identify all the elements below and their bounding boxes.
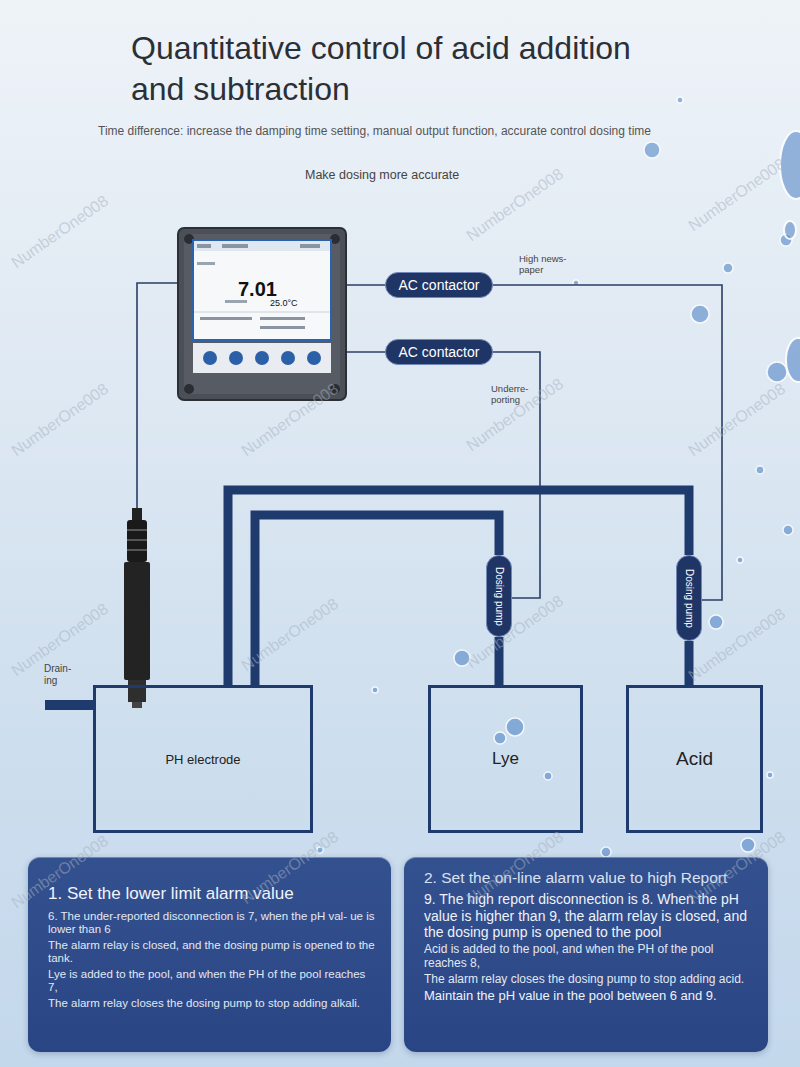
watermark: NumberOne008 bbox=[8, 380, 112, 460]
panel-text: Lye is added to the pool, and when the P… bbox=[48, 968, 377, 995]
acid-tank: Acid bbox=[626, 685, 763, 833]
drop bbox=[544, 772, 552, 780]
contactor-pill: AC contactor bbox=[385, 339, 493, 365]
drop bbox=[767, 362, 787, 382]
controller-display: 7.0125.0°C bbox=[178, 228, 346, 400]
drop bbox=[723, 263, 733, 273]
panel-text: Acid is added to the pool, and when the … bbox=[424, 942, 752, 970]
edge-label-box: High news- paper bbox=[519, 254, 574, 276]
lye-tank: Lye bbox=[428, 685, 583, 833]
panel-text: Maintain the pH value in the pool betwee… bbox=[424, 988, 752, 1003]
watermark: NumberOne008 bbox=[463, 165, 567, 245]
drop bbox=[709, 615, 723, 629]
contactor-label: AC contactor bbox=[399, 277, 480, 293]
dosing-pump: Dosing pump bbox=[676, 555, 702, 641]
temperature-reading: 25.0°C bbox=[270, 298, 438, 309]
pool-tank: PH electrode bbox=[93, 685, 313, 833]
ph-reading: 7.01 bbox=[238, 278, 406, 300]
contactor-label: AC contactor bbox=[399, 344, 480, 360]
subtitle-note-box: Time difference: increase the damping ti… bbox=[98, 124, 683, 138]
watermark: NumberOne008 bbox=[685, 380, 789, 460]
watermark-box: NumberOne008 bbox=[685, 380, 789, 460]
drop bbox=[737, 557, 743, 563]
panel-text: The alarm relay closes the dosing pump t… bbox=[48, 997, 377, 1010]
panel-text: The alarm relay is closed, and the dosin… bbox=[48, 939, 377, 966]
drain-pipe bbox=[45, 700, 95, 710]
tank-label: Acid bbox=[676, 748, 713, 770]
signal-wire bbox=[346, 351, 385, 353]
pump-label: Dosing pump bbox=[684, 569, 695, 628]
signal-wire bbox=[346, 284, 385, 286]
drop bbox=[691, 305, 709, 323]
drop bbox=[756, 466, 764, 474]
splash bbox=[784, 221, 796, 239]
panel-text: The alarm relay closes the dosing pump t… bbox=[424, 972, 752, 986]
contactor-pill: AC contactor bbox=[385, 272, 493, 298]
ph-probe bbox=[124, 508, 150, 708]
splash bbox=[786, 338, 800, 382]
watermark: NumberOne008 bbox=[685, 155, 789, 235]
watermark-box: NumberOne008 bbox=[685, 155, 789, 235]
subtitle-note: Make dosing more accurate bbox=[305, 168, 459, 183]
pump-label: Dosing pump bbox=[494, 567, 505, 626]
watermark-box: NumberOne008 bbox=[463, 592, 567, 672]
dosing-pipe bbox=[228, 490, 689, 685]
edge-label: High news- paper bbox=[519, 254, 574, 276]
title-box: Quantitative control of acid addition an… bbox=[131, 28, 676, 110]
subtitle-note-box: Make dosing more accurate bbox=[305, 168, 459, 183]
watermark-box: NumberOne008 bbox=[463, 165, 567, 245]
panel-heading: 1. Set the lower limit alarm value bbox=[48, 884, 377, 904]
drop bbox=[783, 525, 793, 535]
pipe-label: Drain- ing bbox=[44, 663, 80, 687]
drop bbox=[601, 847, 611, 857]
watermark-box: NumberOne008 bbox=[8, 380, 112, 460]
drop bbox=[644, 142, 660, 158]
pipe-label-box: Drain- ing bbox=[44, 663, 80, 687]
watermark: NumberOne008 bbox=[463, 592, 567, 672]
dosing-pipe bbox=[255, 515, 499, 685]
drop bbox=[506, 718, 524, 736]
drop bbox=[494, 732, 506, 744]
controller-housing bbox=[178, 228, 346, 400]
drop bbox=[767, 772, 773, 778]
watermark: NumberOne008 bbox=[8, 192, 112, 272]
tank-label: Lye bbox=[492, 749, 519, 769]
watermark-box: NumberOne008 bbox=[8, 192, 112, 272]
info-panel: 1. Set the lower limit alarm value 6. The… bbox=[28, 857, 391, 1052]
panel-text: 6. The under-reported disconnection is 7… bbox=[48, 910, 377, 937]
drop bbox=[677, 97, 683, 103]
tank-label: PH electrode bbox=[165, 752, 240, 767]
title: Quantitative control of acid addition an… bbox=[131, 28, 676, 110]
subtitle-note: Time difference: increase the damping ti… bbox=[98, 124, 683, 138]
drop bbox=[372, 687, 378, 693]
